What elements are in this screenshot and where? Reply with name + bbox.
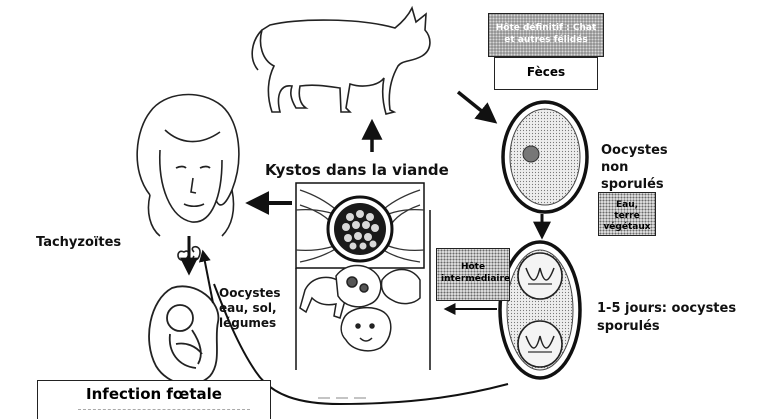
water-soil-vegetables-box: Eau, terre végétaux xyxy=(598,192,656,236)
oocysts-unsporulated-label: Oocystes non sporulés xyxy=(601,142,679,193)
fetal-infection-faint-subtext xyxy=(78,409,250,410)
sporulated-oocyst-icon xyxy=(500,242,580,378)
definitive-host-box: Hôte définitif : Chat et autres félidés xyxy=(488,13,604,57)
oocysts-water-soil-label: Oocystes eau, sol, légumes xyxy=(219,286,289,331)
arrow-cat-to-feces xyxy=(458,92,494,121)
intermediate-host-box: Hôte intermédiaire xyxy=(436,248,510,301)
cat-icon xyxy=(252,8,430,114)
human-head-icon xyxy=(137,95,239,236)
cysts-in-meat-label: Kystos dans la viande xyxy=(265,161,449,179)
definitive-host-label: Hôte définitif : Chat et autres félidés xyxy=(489,22,603,46)
unsporulated-oocyst-icon xyxy=(503,102,587,212)
feces-box: Fèces xyxy=(494,57,598,90)
water-soil-vegetables-label: Eau, terre végétaux xyxy=(599,200,655,233)
fetal-infection-label: Infection fœtale xyxy=(38,385,270,403)
arrow-oocysts-to-human xyxy=(203,252,213,303)
fetus-icon xyxy=(149,286,218,384)
fetal-infection-box: Infection fœtale xyxy=(37,380,271,419)
intermediate-host-animals-icon xyxy=(300,266,420,351)
sporulated-oocysts-label: 1-5 jours: oocystes sporulés xyxy=(597,300,757,336)
intermediate-host-label: Hôte intermédiaire xyxy=(437,261,509,285)
feces-label: Fèces xyxy=(495,65,597,79)
tachyzoites-label: Tachyzoïtes xyxy=(36,235,121,250)
tissue-cyst-icon xyxy=(296,183,424,268)
